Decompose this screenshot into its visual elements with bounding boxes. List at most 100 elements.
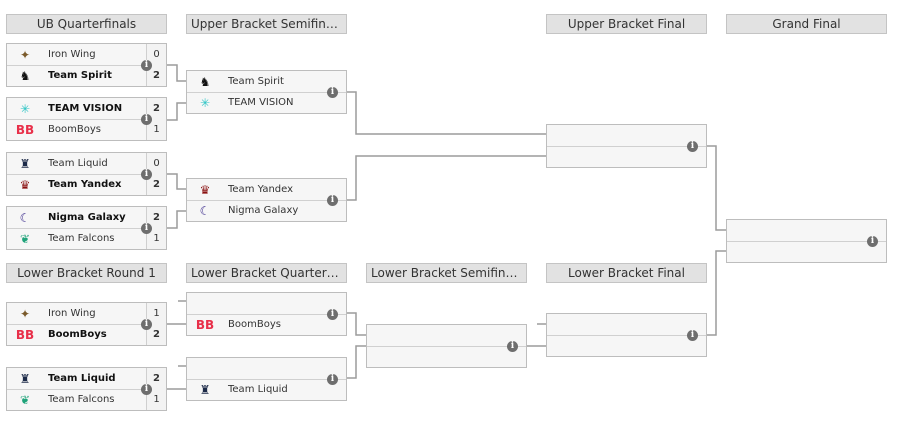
team-name: Team Liquid	[228, 384, 288, 395]
match-team-row: ♞ Team Spirit	[187, 71, 346, 93]
match-ub-qf-3[interactable]: ♜ Team Liquid 0 ♛ Team Yandex 2 i	[6, 152, 167, 196]
team-name: Team Spirit	[228, 76, 284, 87]
match-lb-qf-1[interactable]: BB BoomBoys i	[186, 292, 347, 336]
match-ub-final[interactable]: i	[546, 124, 707, 168]
team-name: Team Liquid	[48, 158, 108, 169]
match-info-icon[interactable]: i	[141, 319, 152, 330]
match-team-row: ❦ Team Falcons 1	[7, 228, 166, 249]
match-info-icon[interactable]: i	[327, 309, 338, 320]
match-team-row: ♛ Team Yandex 2	[7, 174, 166, 195]
boomboys-icon: BB	[15, 327, 35, 342]
match-team-row: ✦ Iron Wing 0	[7, 44, 166, 66]
team-score: 0	[146, 44, 166, 65]
team-score: 2	[146, 174, 166, 195]
match-team-row: ✦ Iron Wing 1	[7, 303, 166, 325]
header-grand-final: Grand Final	[726, 14, 887, 34]
team-score: 1	[146, 119, 166, 140]
team-score: 0	[146, 153, 166, 174]
team-score: 2	[146, 324, 166, 345]
match-team-row: ✳ TEAM VISION 2	[7, 98, 166, 120]
match-lb-qf-2[interactable]: ♜ Team Liquid i	[186, 357, 347, 401]
match-team-row	[727, 220, 886, 242]
team-score: 2	[146, 368, 166, 389]
header-ub-semifinals: Upper Bracket Semifinals	[186, 14, 347, 34]
match-ub-sf-1[interactable]: ♞ Team Spirit ✳ TEAM VISION i	[186, 70, 347, 114]
team-name: Nigma Galaxy	[228, 205, 299, 216]
match-team-row: ☾ Nigma Galaxy 2	[7, 207, 166, 229]
match-team-row	[547, 125, 706, 147]
match-team-row: ♜ Team Liquid	[187, 379, 346, 400]
iron-wing-icon: ✦	[19, 47, 31, 62]
team-name: Team Falcons	[48, 233, 115, 244]
match-team-row: ✳ TEAM VISION	[187, 92, 346, 113]
match-info-icon[interactable]: i	[687, 330, 698, 341]
team-name: BoomBoys	[228, 319, 281, 330]
match-lb-semifinal[interactable]: i	[366, 324, 527, 368]
match-info-icon[interactable]: i	[327, 195, 338, 206]
team-score: 2	[146, 65, 166, 86]
team-vision-icon: ✳	[199, 95, 211, 110]
header-ub-quarterfinals: UB Quarterfinals	[6, 14, 167, 34]
team-score: 2	[146, 207, 166, 228]
match-info-icon[interactable]: i	[141, 60, 152, 71]
team-vision-icon: ✳	[19, 101, 31, 116]
match-grand-final[interactable]: i	[726, 219, 887, 263]
match-team-row	[547, 314, 706, 336]
team-name: Nigma Galaxy	[48, 212, 126, 223]
match-team-row	[367, 346, 526, 367]
team-name: Iron Wing	[48, 49, 96, 60]
match-team-row: ♞ Team Spirit 2	[7, 65, 166, 86]
match-team-row	[367, 325, 526, 347]
match-info-icon[interactable]: i	[327, 87, 338, 98]
header-lb-semifinals: Lower Bracket Semifinals	[366, 263, 527, 283]
match-team-row: BB BoomBoys	[187, 314, 346, 335]
match-team-row: BB BoomBoys 1	[7, 119, 166, 140]
match-info-icon[interactable]: i	[507, 341, 518, 352]
team-spirit-icon: ♞	[19, 68, 31, 83]
team-yandex-icon: ♛	[19, 177, 31, 192]
match-team-row: BB BoomBoys 2	[7, 324, 166, 345]
match-team-row: ❦ Team Falcons 1	[7, 389, 166, 410]
match-info-icon[interactable]: i	[867, 236, 878, 247]
team-name: Team Liquid	[48, 373, 116, 384]
header-lb-round-1: Lower Bracket Round 1	[6, 263, 167, 283]
team-falcons-icon: ❦	[19, 231, 31, 246]
match-ub-qf-1[interactable]: ✦ Iron Wing 0 ♞ Team Spirit 2 i	[6, 43, 167, 87]
match-info-icon[interactable]: i	[687, 141, 698, 152]
header-ub-final: Upper Bracket Final	[546, 14, 707, 34]
team-falcons-icon: ❦	[19, 392, 31, 407]
match-ub-sf-2[interactable]: ♛ Team Yandex ☾ Nigma Galaxy i	[186, 178, 347, 222]
match-lb-final[interactable]: i	[546, 313, 707, 357]
match-lb-r1-2[interactable]: ♜ Team Liquid 2 ❦ Team Falcons 1 i	[6, 367, 167, 411]
team-score: 1	[146, 303, 166, 324]
match-team-row	[547, 335, 706, 356]
team-name: BoomBoys	[48, 329, 107, 340]
match-ub-qf-4[interactable]: ☾ Nigma Galaxy 2 ❦ Team Falcons 1 i	[6, 206, 167, 250]
team-score: 1	[146, 228, 166, 249]
match-team-row	[187, 293, 346, 315]
match-info-icon[interactable]: i	[327, 374, 338, 385]
nigma-galaxy-icon: ☾	[19, 210, 31, 225]
match-info-icon[interactable]: i	[141, 223, 152, 234]
match-team-row: ♛ Team Yandex	[187, 179, 346, 201]
match-team-row: ♜ Team Liquid 2	[7, 368, 166, 390]
team-liquid-icon: ♜	[19, 371, 31, 386]
team-spirit-icon: ♞	[199, 74, 211, 89]
team-yandex-icon: ♛	[199, 182, 211, 197]
team-name: Team Spirit	[48, 70, 112, 81]
team-name: Team Yandex	[48, 179, 122, 190]
team-name: Iron Wing	[48, 308, 96, 319]
match-info-icon[interactable]: i	[141, 169, 152, 180]
match-lb-r1-1[interactable]: ✦ Iron Wing 1 BB BoomBoys 2 i	[6, 302, 167, 346]
nigma-galaxy-icon: ☾	[199, 203, 211, 218]
header-lb-final: Lower Bracket Final	[546, 263, 707, 283]
match-info-icon[interactable]: i	[141, 114, 152, 125]
team-name: TEAM VISION	[228, 97, 294, 108]
match-ub-qf-2[interactable]: ✳ TEAM VISION 2 BB BoomBoys 1 i	[6, 97, 167, 141]
team-liquid-icon: ♜	[19, 156, 31, 171]
team-name: BoomBoys	[48, 124, 101, 135]
boomboys-icon: BB	[15, 122, 35, 137]
match-info-icon[interactable]: i	[141, 384, 152, 395]
match-team-row	[547, 146, 706, 167]
